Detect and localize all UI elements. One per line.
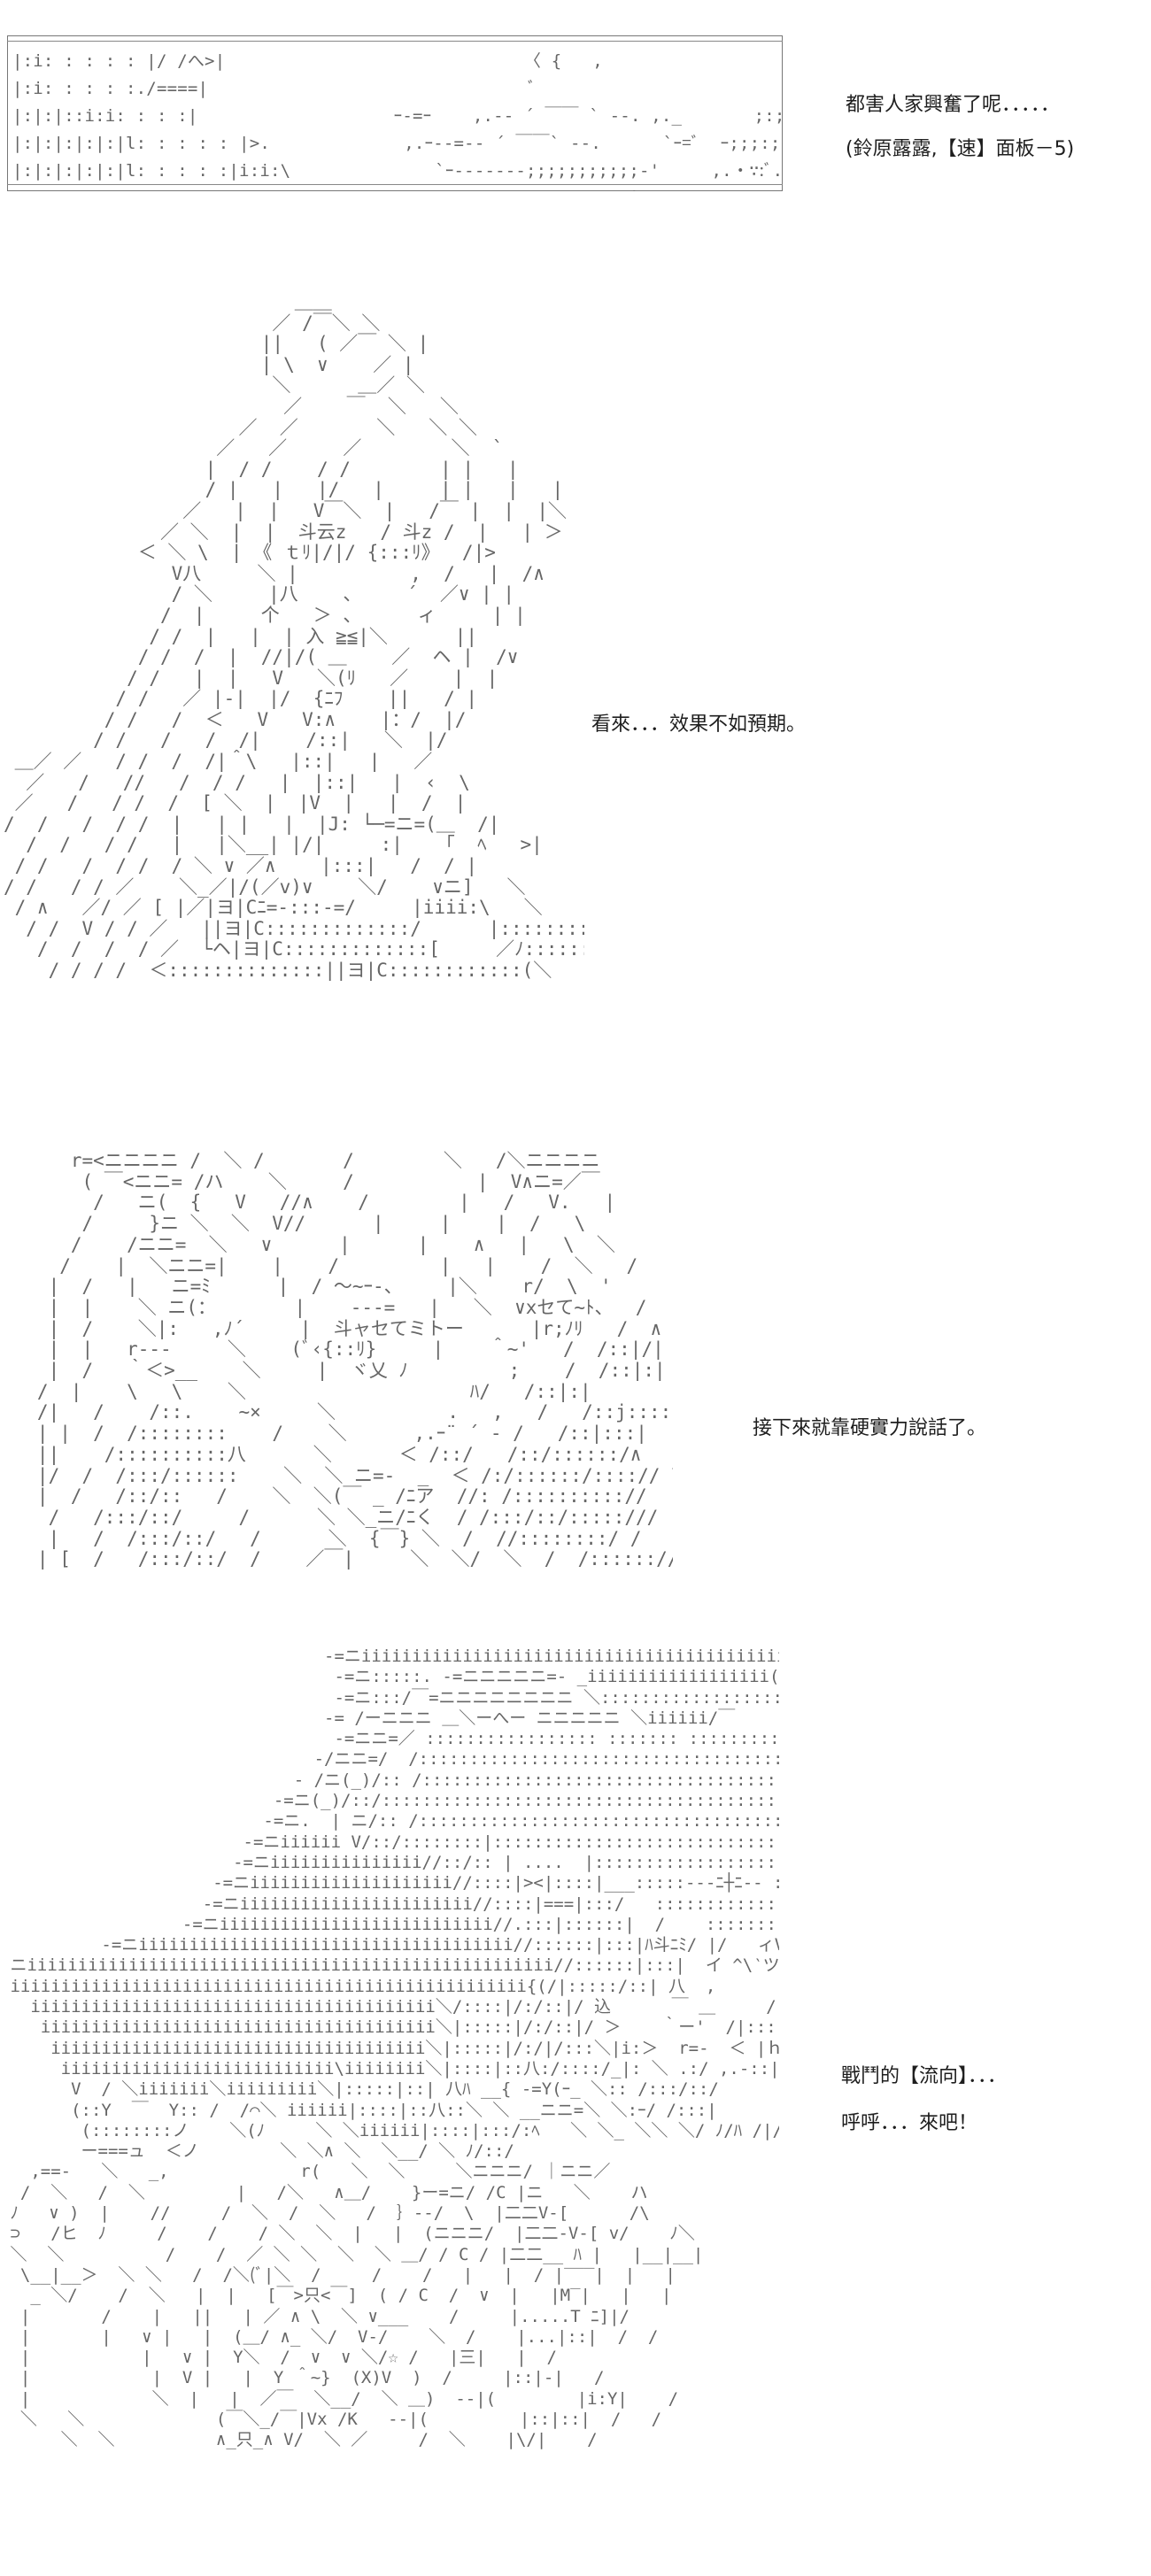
caption-scene3: 接下來就靠硬實力說話了。 xyxy=(753,1417,987,1439)
closeup-face-panel: r=<ニニニニ / ＼ / / ＼ /＼ニニニニ ( ￣<ニニ= /ハ ＼ / … xyxy=(0,1151,673,1624)
caption-scene1-line1: 都害人家興奮了呢．．．．． xyxy=(846,94,1061,116)
hat-figure-panel: ‐=ニiiiiiiiiiiiiiiiiiiiiiiiiiiiiiiiiiiiii… xyxy=(0,1647,779,2576)
hat-figure-ascii-art: ‐=ニiiiiiiiiiiiiiiiiiiiiiiiiiiiiiiiiiiiii… xyxy=(10,1647,779,2450)
caption-scene2: 看來．．．效果不如預期。 xyxy=(591,713,807,736)
banner-panel: |:i: : : : : |/ /へ>| 〈 { , ,;;;;;;;;;;;;… xyxy=(7,35,783,191)
standing-figure-panel: ＿＿ ／ /￣＼ ＼ || ( ／￣ ＼ | | \ ∨ ／ | ＼ ＿／ ＼ … xyxy=(0,292,584,1138)
banner-top-rule xyxy=(7,41,783,42)
closeup-face-ascii-art: r=<ニニニニ / ＼ / / ＼ /＼ニニニニ ( ￣<ニニ= /ハ ＼ / … xyxy=(36,1151,673,1570)
banner-ascii-art: |:i: : : : : |/ /へ>| 〈 { , ,;;;;;;;;;;;;… xyxy=(12,51,783,191)
caption-scene4-line1: 戰鬥的【流向】．．． xyxy=(841,2065,1008,2087)
standing-figure-ascii-art: ＿＿ ／ /￣＼ ＼ || ( ／￣ ＼ | | \ ∨ ／ | ＼ ＿／ ＼ … xyxy=(4,292,584,981)
banner-frame xyxy=(7,35,783,191)
banner-bottom-rule xyxy=(7,184,783,185)
caption-scene1-line2: (鈴原露露,【速】面板－5) xyxy=(846,138,1075,160)
caption-scene4-line2: 呼呼．．．來吧！ xyxy=(841,2112,978,2134)
